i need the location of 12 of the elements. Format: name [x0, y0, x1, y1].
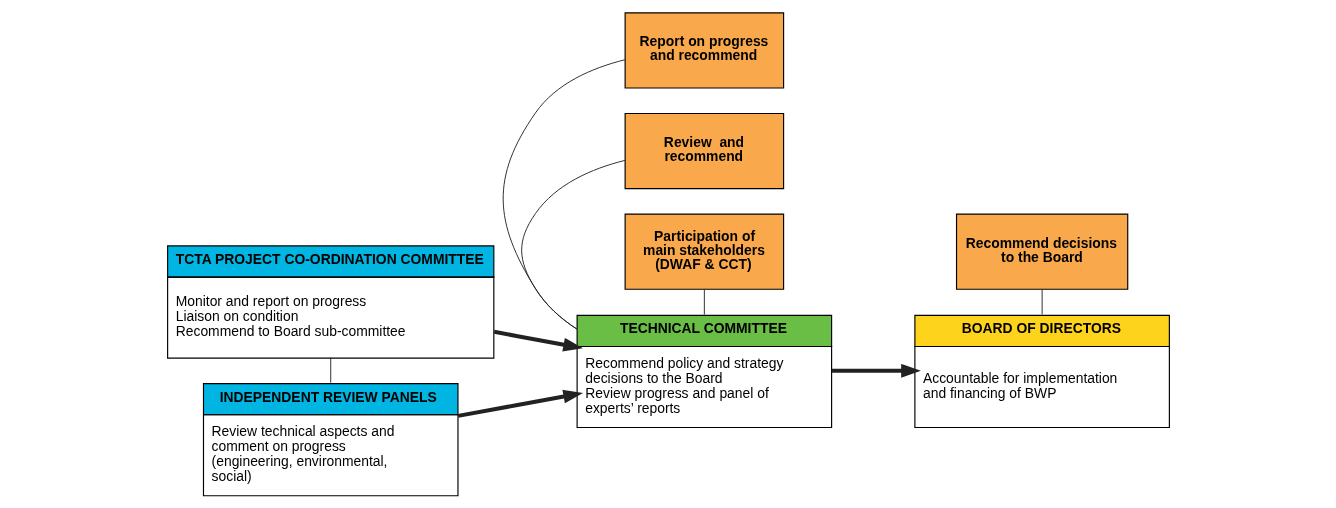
node-box: Participation of main stakeholders (DWAF & CCT) — [624, 213, 784, 290]
node-box: Recommend decisions to the Board — [955, 213, 1128, 290]
connector — [502, 59, 625, 330]
arrow — [831, 363, 921, 378]
connector — [1041, 289, 1043, 315]
connector — [329, 357, 331, 384]
connector — [703, 289, 705, 315]
connector — [520, 159, 625, 330]
arrow — [457, 389, 583, 418]
node-box: Review and recommend — [624, 112, 784, 190]
node-box: Report on progress and recommend — [624, 12, 784, 89]
arrow — [493, 329, 583, 352]
